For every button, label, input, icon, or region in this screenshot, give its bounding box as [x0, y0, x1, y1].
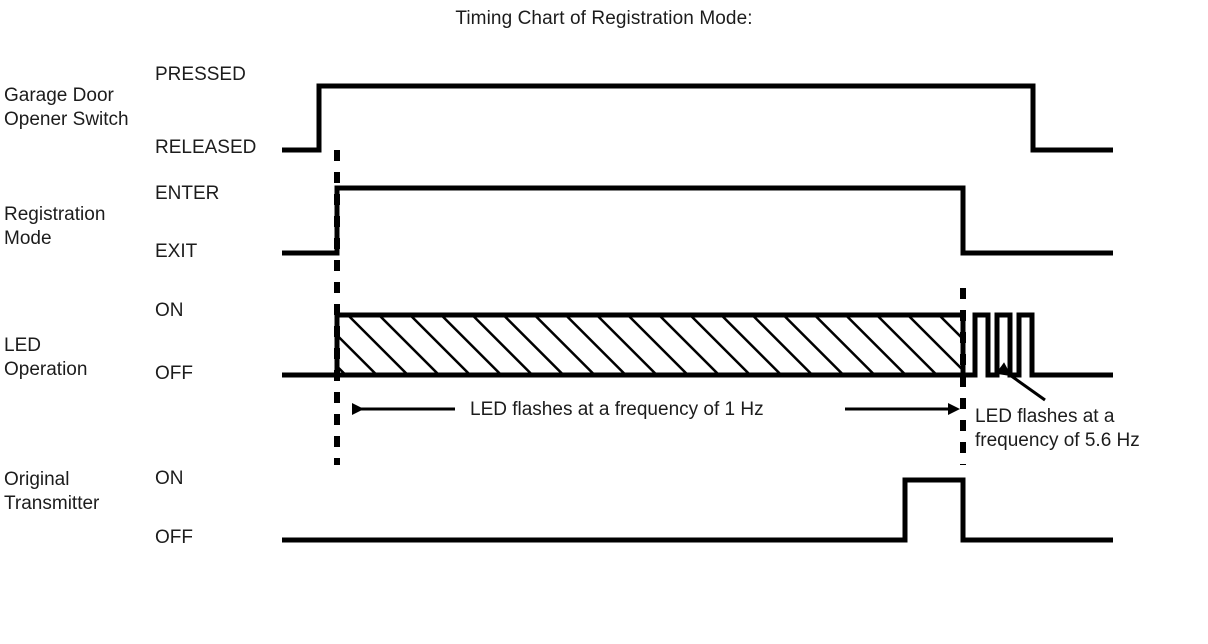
state-label-led-off: OFF: [155, 363, 193, 384]
state-label-enter: ENTER: [155, 183, 220, 204]
annotation-1hz: LED flashes at a frequency of 1 Hz: [470, 399, 764, 420]
waveform-garage-door-opener-switch: [282, 83, 1113, 153]
row-label-original-transmitter: Original Transmitter: [4, 469, 100, 514]
state-label-released: RELEASED: [155, 137, 257, 158]
waveform-original-transmitter: [282, 477, 1113, 543]
row-label-registration-mode: Registration Mode: [4, 204, 106, 249]
pointer-arrow-fast-flash: [995, 362, 1046, 402]
led-hatched-block: [334, 312, 966, 378]
row-label-led-operation: LED Operation: [4, 335, 88, 380]
row-label-garage-door-opener-switch: Garage Door Opener Switch: [4, 85, 129, 130]
state-label-transmitter-off: OFF: [155, 527, 193, 548]
state-label-exit: EXIT: [155, 241, 198, 262]
state-label-led-on: ON: [155, 300, 184, 321]
waveform-led-fast-pulses: [963, 312, 1113, 378]
state-label-transmitter-on: ON: [155, 468, 184, 489]
page-title: Timing Chart of Registration Mode:: [455, 8, 753, 29]
waveform-registration-mode: [282, 185, 1113, 256]
annotation-5-6hz: LED flashes at a frequency of 5.6 Hz: [975, 406, 1140, 451]
state-label-pressed: PRESSED: [155, 64, 246, 85]
